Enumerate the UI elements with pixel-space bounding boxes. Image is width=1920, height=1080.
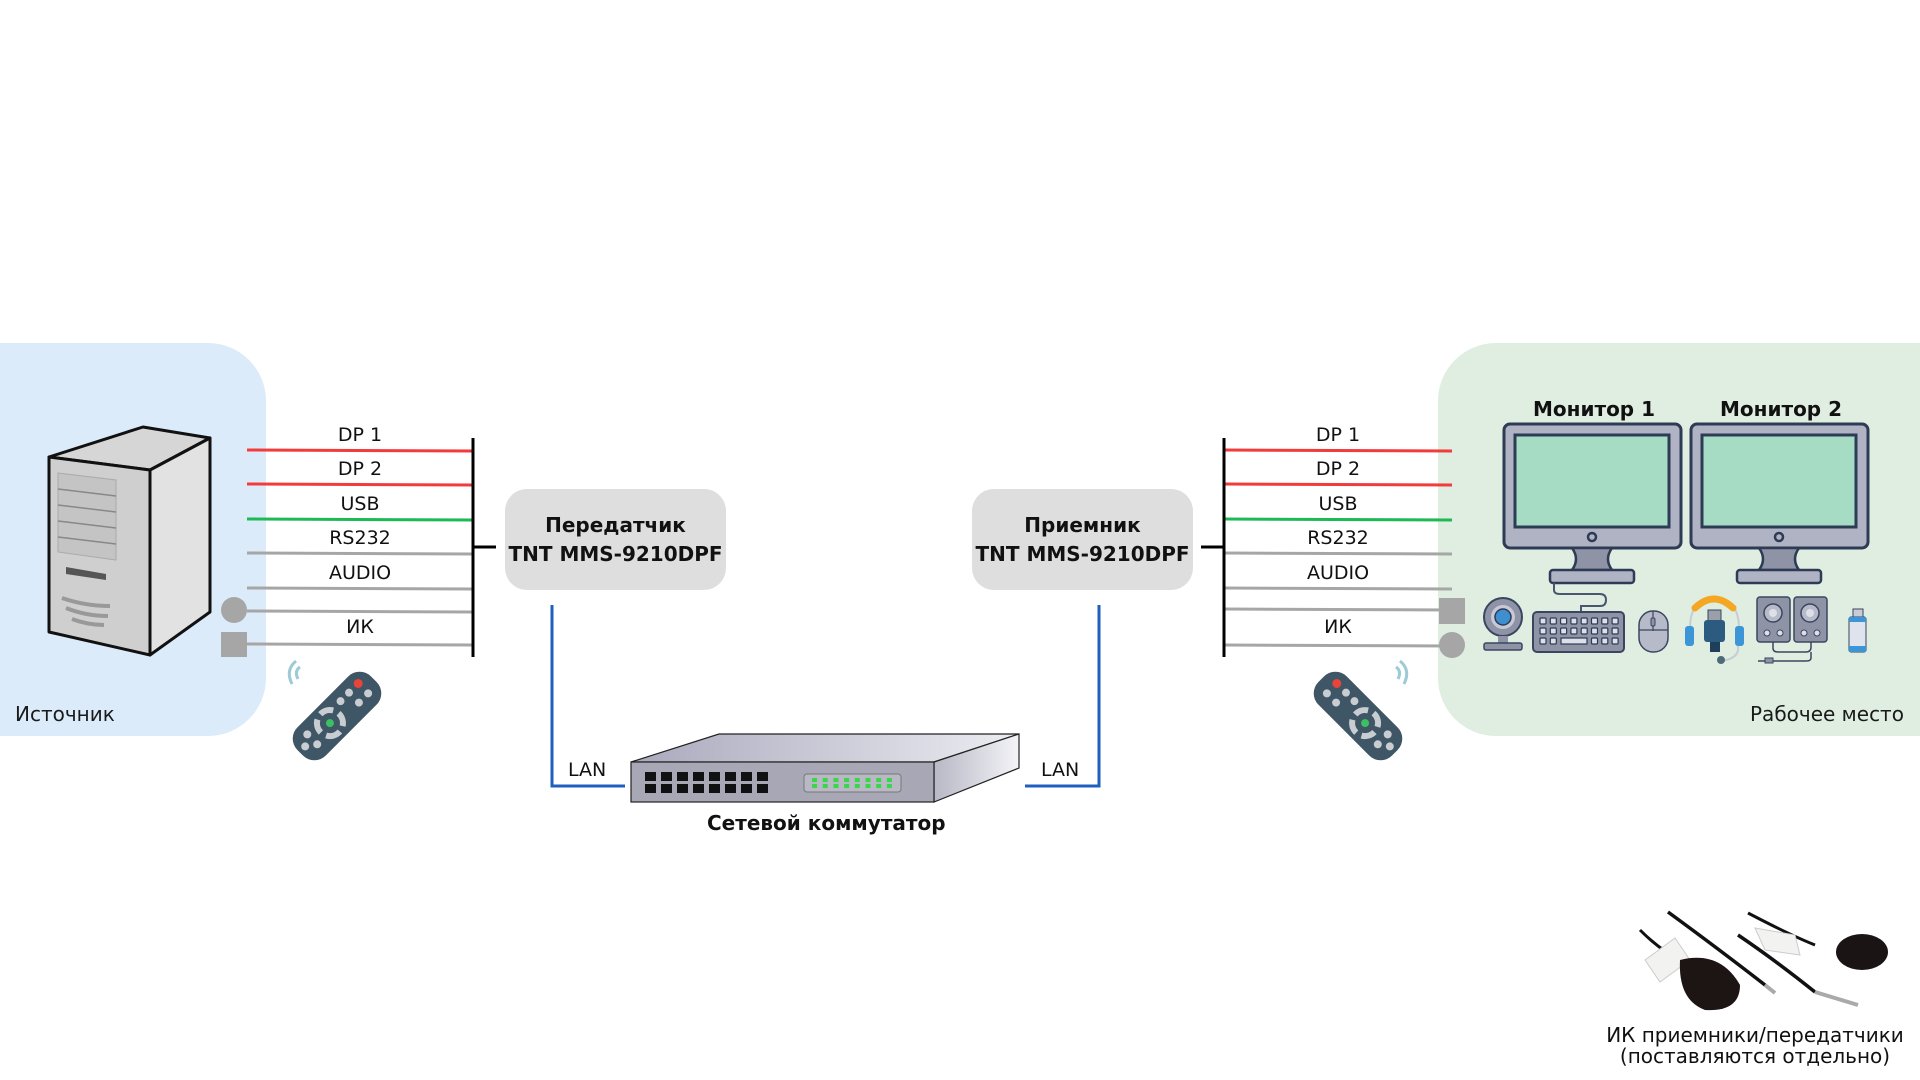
- switch-led: [812, 784, 817, 788]
- ir-signal-icon: [1395, 665, 1402, 680]
- signal-label: DP 2: [1315, 458, 1361, 480]
- switch-led: [886, 784, 892, 788]
- remote-control-icon: [292, 671, 382, 761]
- signal-label: AUDIO: [328, 562, 392, 584]
- switch-led: [822, 784, 828, 788]
- usb-flash-drive-icon: [1848, 608, 1867, 653]
- switch-port: [757, 784, 768, 793]
- ir-extender-cables-image: [1638, 910, 1888, 1011]
- switch-led: [876, 778, 882, 782]
- receiver-box[interactable]: Приемник TNT MMS-9210DPF: [972, 489, 1193, 590]
- source-signal-lines: [246, 448, 474, 647]
- signal-line-ir-aux: [1223, 607, 1453, 612]
- receiver-title: Приемник: [1024, 512, 1141, 537]
- signal-label: RS232: [329, 527, 391, 549]
- pc-tower-icon: [47, 425, 212, 657]
- signal-line-dp-1: [1223, 448, 1453, 453]
- speakers-icon: [1756, 596, 1828, 664]
- signal-line-dp-2: [1223, 482, 1453, 487]
- switch-port: [645, 784, 656, 793]
- headset-icon: [1685, 595, 1744, 664]
- transmitter-box[interactable]: Передатчик TNT MMS-9210DPF: [505, 489, 726, 590]
- signal-line-audio: [246, 586, 474, 591]
- switch-led: [865, 784, 871, 788]
- ir-caption-line-2: (поставляются отдельно): [1619, 1044, 1891, 1068]
- signal-line-usb: [246, 517, 474, 522]
- switch-led: [844, 784, 850, 788]
- switch-led: [865, 778, 871, 782]
- switch-led: [833, 784, 839, 788]
- switch-port: [709, 772, 720, 781]
- signal-label: DP 2: [337, 458, 383, 480]
- switch-led: [876, 784, 882, 788]
- switch-port: [709, 784, 720, 793]
- ir-receiver-icon: [221, 597, 247, 623]
- signal-line-rs232: [246, 551, 474, 556]
- receiver-model: TNT MMS-9210DPF: [975, 541, 1190, 566]
- workstation-signal-lines: [1223, 448, 1453, 648]
- ir-signal-icon: [1398, 659, 1409, 685]
- switch-led: [833, 778, 839, 782]
- switch-led: [844, 778, 850, 782]
- keyboard-icon: [1532, 611, 1625, 653]
- monitor-1-label: Монитор 1: [1533, 397, 1656, 421]
- remote-control-icon: [1313, 671, 1403, 761]
- transmitter-model: TNT MMS-9210DPF: [508, 541, 723, 566]
- lan-label-right: LAN: [1041, 759, 1080, 781]
- ir-signal-icon: [287, 659, 298, 685]
- signal-line-dp-2: [246, 482, 474, 487]
- ir-caption-line-1: ИК приемники/передатчики: [1606, 1023, 1904, 1047]
- signal-label: AUDIO: [1306, 562, 1370, 584]
- switch-led: [886, 778, 892, 782]
- switch-port: [757, 772, 768, 781]
- switch-label: Сетевой коммутатор: [707, 811, 946, 835]
- switch-port: [661, 784, 672, 793]
- signal-label: USB: [340, 493, 380, 515]
- monitor-2-label: Монитор 2: [1720, 397, 1843, 421]
- switch-port: [741, 772, 752, 781]
- ir-emitter-icon: [221, 632, 247, 657]
- switch-port: [693, 772, 704, 781]
- signal-label: RS232: [1307, 527, 1369, 549]
- signal-line-ик: [246, 642, 474, 647]
- signal-label: DP 1: [337, 424, 383, 446]
- signal-label: ИК: [1324, 616, 1352, 638]
- switch-port: [741, 784, 752, 793]
- switch-port: [725, 784, 736, 793]
- signal-line-usb: [1223, 517, 1453, 522]
- ir-receiver-icon: [1439, 632, 1465, 658]
- webcam-icon: [1483, 597, 1523, 651]
- switch-port: [677, 772, 688, 781]
- switch-led: [854, 784, 860, 788]
- signal-label: DP 1: [1315, 424, 1361, 446]
- signal-line-audio: [1223, 586, 1453, 591]
- switch-port: [725, 772, 736, 781]
- signal-line-ик: [1223, 643, 1453, 648]
- switch-port: [661, 772, 672, 781]
- signal-label: USB: [1318, 493, 1358, 515]
- switch-led: [854, 778, 860, 782]
- signal-line-dp-1: [246, 448, 474, 453]
- lan-cable-left: [550, 605, 625, 788]
- switch-port: [645, 772, 656, 781]
- switch-led: [822, 778, 828, 782]
- signal-label: ИК: [346, 616, 374, 638]
- monitor-2-icon: [1689, 422, 1870, 585]
- switch-port: [677, 784, 688, 793]
- transmitter-title: Передатчик: [545, 512, 686, 537]
- switch-port: [693, 784, 704, 793]
- signal-line-rs232: [1223, 551, 1453, 556]
- monitor-1-icon: [1502, 422, 1683, 585]
- switch-led: [812, 778, 817, 782]
- lan-cable-right: [1025, 605, 1101, 788]
- source-label: Источник: [15, 702, 115, 726]
- network-switch-icon: [630, 733, 1020, 803]
- ir-emitter-icon: [1439, 598, 1465, 624]
- ir-accessory-caption: ИК приемники/передатчики (поставляются о…: [1595, 1025, 1915, 1067]
- mouse-icon: [1638, 610, 1669, 653]
- ir-signal-icon: [294, 665, 301, 680]
- lan-label-left: LAN: [568, 759, 607, 781]
- signal-line-ir-aux: [246, 609, 474, 614]
- workstation-label: Рабочее место: [1750, 702, 1904, 726]
